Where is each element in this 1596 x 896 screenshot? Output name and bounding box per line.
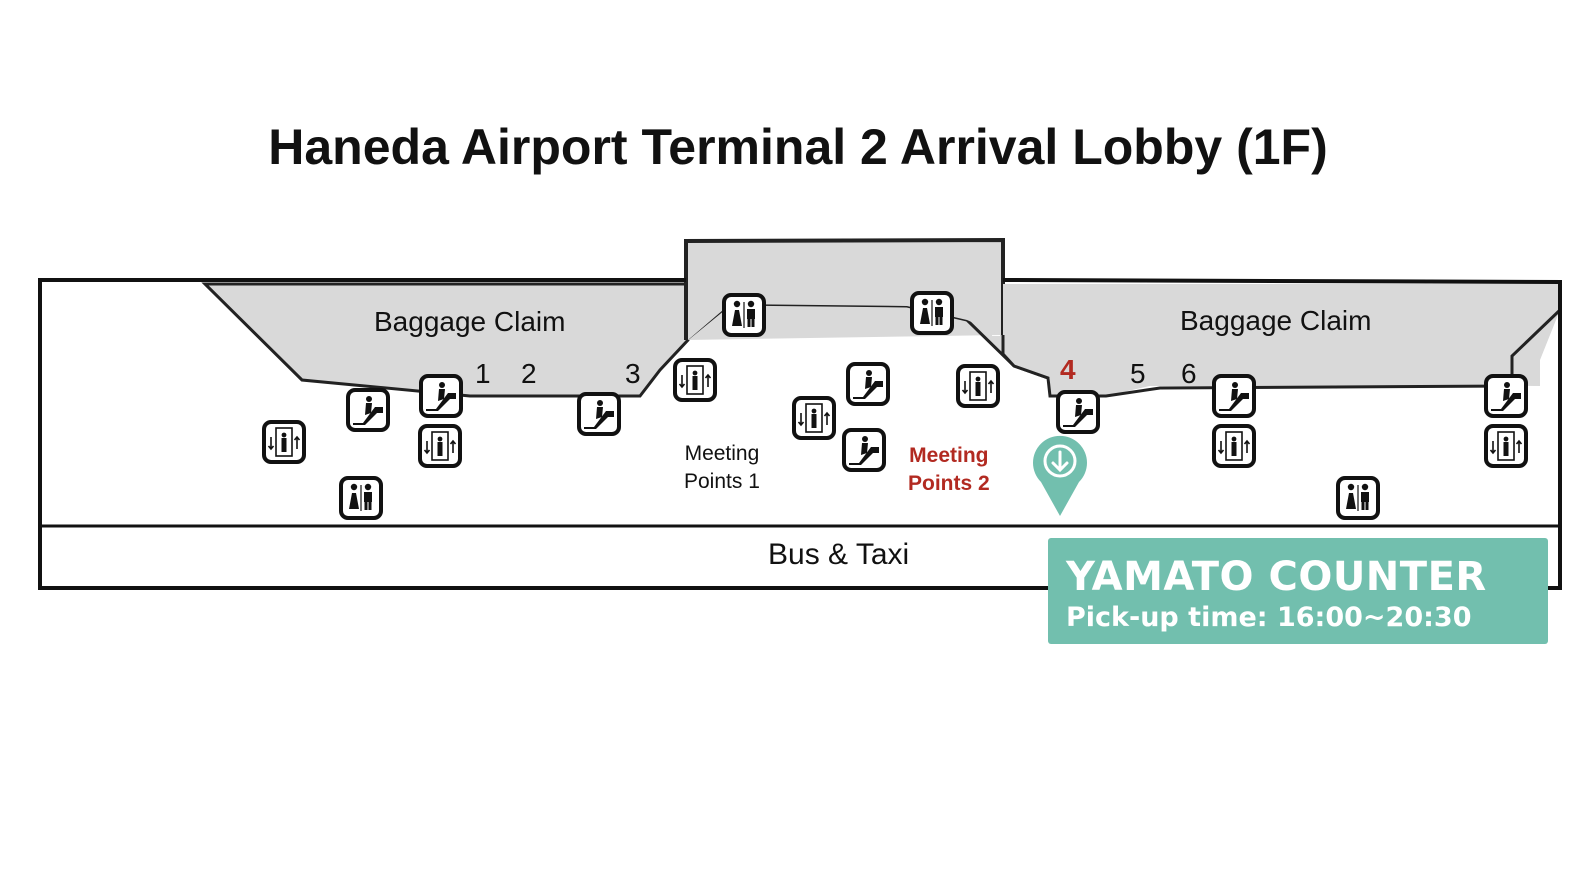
elevator-icon[interactable] (262, 420, 306, 464)
counter-name: YAMATO COUNTER (1066, 554, 1487, 600)
escalator-icon[interactable] (346, 388, 390, 432)
baggage-claim-left-label: Baggage Claim (374, 306, 566, 337)
claim-number-4: 4 (1060, 354, 1076, 385)
restroom-icon[interactable] (722, 293, 766, 337)
elevator-icon[interactable] (673, 358, 717, 402)
baggage-claim-right-label: Baggage Claim (1180, 305, 1372, 336)
elevator-glyph (1489, 431, 1523, 461)
claim-number-2: 2 (521, 358, 537, 389)
escalator-glyph (1063, 398, 1093, 427)
meeting-points-2-line1: Meeting (909, 444, 989, 467)
escalator-glyph (1491, 382, 1521, 411)
yamato-counter-callout[interactable]: YAMATO COUNTER Pick-up time: 16:00~20:30 (1048, 538, 1548, 644)
escalator-glyph (426, 382, 456, 411)
escalator-icon[interactable] (577, 392, 621, 436)
escalator-glyph (1219, 382, 1249, 411)
meeting-points-1-line2: Points 1 (684, 470, 760, 493)
elevator-icon[interactable] (1212, 424, 1256, 468)
escalator-glyph (584, 400, 614, 429)
central-fill (688, 243, 1001, 340)
restroom-glyph (349, 483, 372, 511)
escalator-icon[interactable] (842, 428, 886, 472)
escalator-icon[interactable] (1212, 374, 1256, 418)
counter-pickup-time: Pick-up time: 16:00~20:30 (1066, 602, 1472, 633)
elevator-icon[interactable] (792, 396, 836, 440)
elevator-icon[interactable] (1484, 424, 1528, 468)
escalator-glyph (849, 436, 879, 465)
elevator-glyph (1217, 431, 1251, 461)
restroom-icon[interactable] (910, 291, 954, 335)
elevator-glyph (797, 403, 831, 433)
escalator-icon[interactable] (1484, 374, 1528, 418)
escalator-glyph (853, 370, 883, 399)
claim-number-6: 6 (1181, 358, 1197, 389)
claim-number-5: 5 (1130, 358, 1146, 389)
elevator-icon[interactable] (956, 364, 1000, 408)
elevator-glyph (267, 427, 301, 457)
elevator-glyph (961, 371, 995, 401)
claim-number-3: 3 (625, 358, 641, 389)
meeting-points-2-line2: Points 2 (908, 472, 990, 495)
meeting-points-1-line1: Meeting (684, 442, 760, 465)
restroom-glyph (732, 300, 755, 328)
elevator-glyph (423, 431, 457, 461)
building-outline (38, 278, 1562, 590)
restroom-glyph (920, 298, 943, 326)
restroom-icon[interactable] (339, 476, 383, 520)
map-title: Haneda Airport Terminal 2 Arrival Lobby … (268, 119, 1328, 175)
baggage-claim-right-shape (1003, 284, 1560, 396)
claim-number-1: 1 (475, 358, 491, 389)
escalator-glyph (353, 396, 383, 425)
escalator-icon[interactable] (846, 362, 890, 406)
location-pin-icon[interactable] (1031, 432, 1089, 518)
escalator-icon[interactable] (1056, 390, 1100, 434)
escalator-icon[interactable] (419, 374, 463, 418)
elevator-icon[interactable] (418, 424, 462, 468)
elevator-glyph (678, 365, 712, 395)
meeting-points-2-label: Meeting Points 2 (908, 442, 990, 498)
restroom-glyph (1346, 483, 1369, 511)
restroom-icon[interactable] (1336, 476, 1380, 520)
meeting-points-1-label: Meeting Points 1 (684, 440, 760, 496)
bus-taxi-label: Bus & Taxi (768, 538, 910, 571)
